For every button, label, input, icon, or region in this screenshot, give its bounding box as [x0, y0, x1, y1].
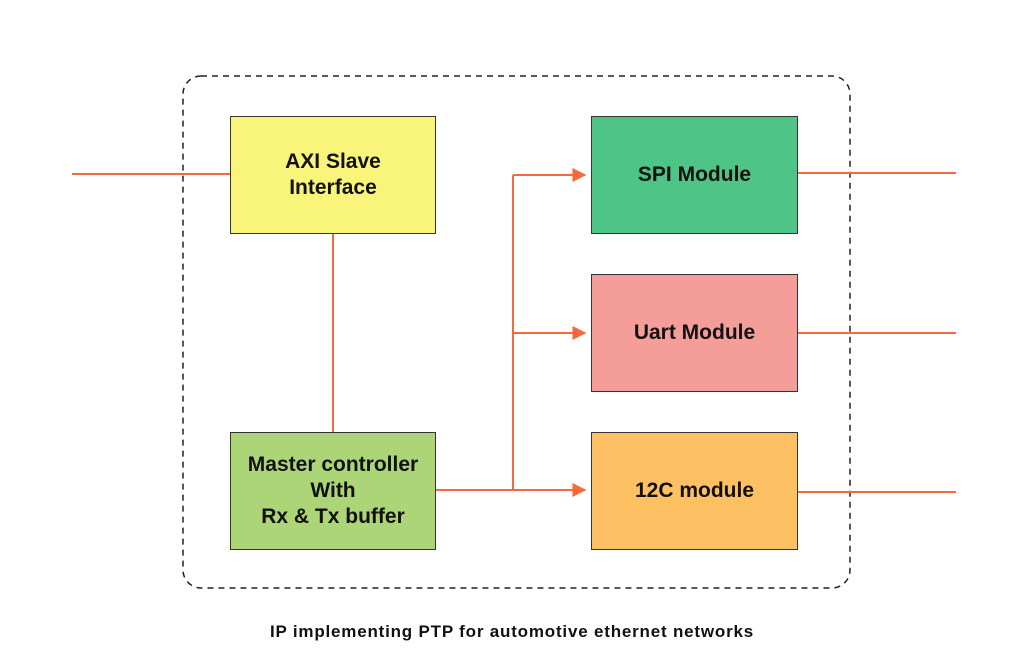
block-label-line: 12C module	[634, 478, 755, 502]
diagram-caption: IP implementing PTP for automotive ether…	[270, 622, 754, 641]
block-label-line: SPI Module	[637, 162, 752, 186]
block-label-line: With	[310, 478, 356, 502]
uart-module-block: Uart Module	[591, 274, 798, 392]
block-label-line: Interface	[289, 176, 377, 199]
ip-boundary	[182, 75, 851, 589]
block-label-line: Rx & Tx buffer	[261, 505, 405, 529]
block-label-line: AXI Slave	[285, 149, 381, 173]
block-label-line: Master controller	[247, 452, 419, 476]
i2c-module-block: 12C module	[591, 432, 798, 550]
axi-slave-interface-block: AXI Slave Interface	[230, 116, 436, 234]
master-controller-block: Master controller With Rx & Tx buffer	[230, 432, 436, 550]
block-label-line: Uart Module	[633, 320, 756, 344]
spi-module-block: SPI Module	[591, 116, 798, 234]
